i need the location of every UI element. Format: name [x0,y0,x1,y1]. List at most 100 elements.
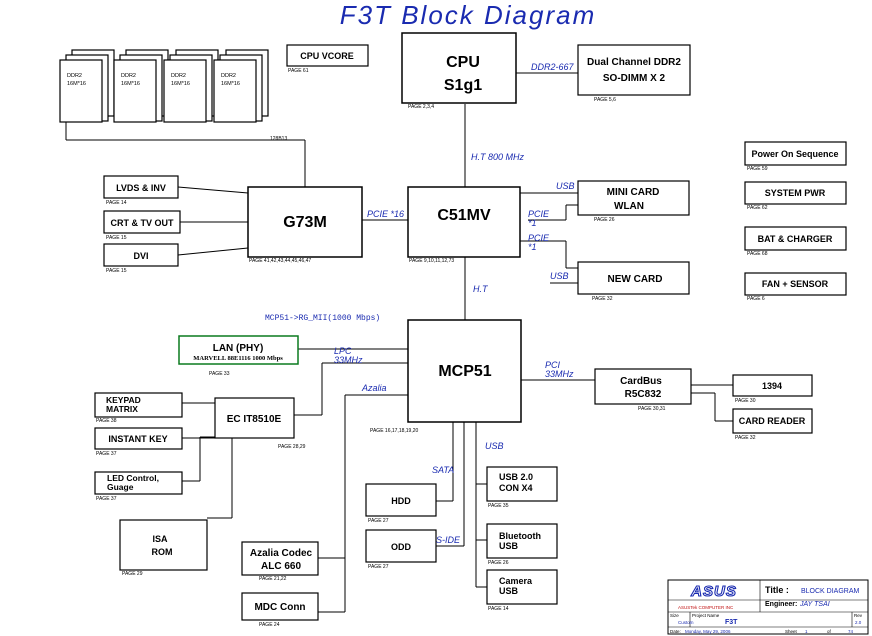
svg-text:PAGE 6: PAGE 6 [747,296,765,302]
svg-text:Monday, May 29, 2006: Monday, May 29, 2006 [685,629,731,634]
svg-text:1394: 1394 [762,381,782,391]
svg-text:PAGE 30: PAGE 30 [735,398,756,404]
svg-text:PAGE 27: PAGE 27 [368,518,389,524]
fan-sensor-block: FAN + SENSOR PAGE 6 [744,272,847,302]
svg-text:Camera: Camera [499,576,533,586]
svg-text:PAGE 33: PAGE 33 [209,371,230,377]
svg-text:*1: *1 [528,242,537,252]
svg-text:INSTANT KEY: INSTANT KEY [108,434,167,444]
svg-text:Date:: Date: [670,629,681,634]
odd-block: ODD PAGE 27 [365,529,437,570]
svg-text:Custom: Custom [678,620,694,625]
svg-text:ODD: ODD [391,542,412,552]
ieee1394-block: 1394 PAGE 30 [732,374,813,404]
svg-text:33MHz: 33MHz [334,355,363,365]
svg-text:USB: USB [556,181,575,191]
keypad-matrix-block: KEYPAD MATRIX PAGE 38 [94,392,183,424]
svg-text:16M*16: 16M*16 [121,81,140,87]
mdc-conn-block: MDC Conn PAGE 24 [241,592,319,628]
svg-text:Size: Size [670,613,679,618]
svg-text:PAGE 2,3,4: PAGE 2,3,4 [408,104,434,110]
svg-text:Dual Channel DDR2: Dual Channel DDR2 [587,57,681,68]
svg-text:PAGE 28,29: PAGE 28,29 [278,444,306,450]
card-reader-block: CARD READER PAGE 32 [732,408,813,441]
svg-text:16M*16: 16M*16 [67,81,86,87]
svg-text:16M*16: 16M*16 [171,81,190,87]
ddr2-sodimm-block: Dual Channel DDR2 SO-DIMM X 2 PAGE 5,6 [577,44,691,103]
svg-text:DVI: DVI [133,251,148,261]
svg-text:ASUS: ASUS [690,583,737,600]
svg-text:PAGE 37: PAGE 37 [96,451,117,457]
svg-text:PCIE: PCIE [528,233,550,243]
title-block: ASUS Title : BLOCK DIAGRAM Engineer: JAY… [667,579,869,635]
svg-text:Power On Sequence: Power On Sequence [751,149,838,159]
svg-text:MCP51: MCP51 [438,363,491,380]
cpu-block: CPU S1g1 PAGE 2,3,4 [401,32,517,110]
svg-text:USB: USB [550,271,569,281]
svg-text:USB 2.0: USB 2.0 [499,472,533,482]
svg-text:PAGE 62: PAGE 62 [747,205,768,211]
svg-text:PAGE 41,42,43,44,45,46,47: PAGE 41,42,43,44,45,46,47 [249,258,311,264]
svg-text:ISA: ISA [152,534,168,544]
svg-text:USB: USB [485,441,504,451]
svg-text:SO-DIMM X 2: SO-DIMM X 2 [603,73,666,84]
svg-text:BAT & CHARGER: BAT & CHARGER [758,234,833,244]
ddr2-chip: DDR2 16M*16 [113,49,169,123]
svg-text:R5C832: R5C832 [625,389,662,400]
svg-text:FAN + SENSOR: FAN + SENSOR [762,279,829,289]
svg-text:DDR2: DDR2 [121,73,136,79]
lan-phy-block: LAN (PHY) MARVELL 88E1116 1000 Mbps PAGE… [178,335,299,377]
svg-text:PAGE 29: PAGE 29 [122,571,143,577]
mini-card-block: MINI CARD WLAN PAGE 26 [577,180,690,223]
svg-text:PAGE 26: PAGE 26 [594,217,615,223]
svg-text:CardBus: CardBus [620,376,662,387]
asus-logo: ASUS [676,582,754,601]
svg-text:PAGE 59: PAGE 59 [747,166,768,172]
svg-text:PAGE 16,17,18,19,20: PAGE 16,17,18,19,20 [370,428,418,434]
svg-text:CRT & TV OUT: CRT & TV OUT [111,218,174,228]
svg-text:DDR2: DDR2 [67,73,82,79]
ec-it8510e-block: EC IT8510E PAGE 28,29 [214,397,306,450]
svg-text:H.T 800 MHz: H.T 800 MHz [471,152,525,162]
bus-labels: DDR2-667 H.T 800 MHz PCIE *16 USB PCIE *… [265,62,575,545]
isa-rom-block: ISA ROM PAGE 29 [119,519,208,577]
svg-text:Azalia: Azalia [361,383,387,393]
g73m-block: G73M PAGE 41,42,43,44,45,46,47 [247,186,363,264]
svg-text:CPU: CPU [446,54,480,71]
svg-text:USB: USB [499,586,519,596]
svg-text:ROM: ROM [152,547,173,557]
svg-text:PAGE 26: PAGE 26 [488,560,509,566]
svg-text:33MHz: 33MHz [545,369,574,379]
svg-text:DDR2: DDR2 [221,73,236,79]
svg-text:Bluetooth: Bluetooth [499,531,541,541]
svg-text:PAGE 61: PAGE 61 [288,68,309,74]
usb-con-block: USB 2.0 CON X4 PAGE 35 [486,466,558,509]
svg-text:S1g1: S1g1 [444,77,482,94]
svg-text:PAGE 15: PAGE 15 [106,268,127,274]
lvds-inv-block: LVDS & INV PAGE 14 [103,175,179,206]
svg-text:CPU VCORE: CPU VCORE [300,51,354,61]
svg-text:Rev: Rev [854,613,863,618]
svg-text:ALC 660: ALC 660 [261,561,301,572]
svg-text:PAGE 30,31: PAGE 30,31 [638,406,666,412]
power-on-sequence-block: Power On Sequence PAGE 59 [744,141,847,172]
svg-text:ASUSTek COMPUTER INC: ASUSTek COMPUTER INC [678,605,734,610]
svg-text:74: 74 [848,629,854,634]
svg-text:JAY TSAI: JAY TSAI [799,601,830,608]
svg-text:Sheet: Sheet [785,629,798,634]
svg-text:1: 1 [805,629,808,634]
svg-text:*1: *1 [528,218,537,228]
led-control-block: LED Control, Guage PAGE 37 [94,471,183,502]
svg-text:MCP51->RG_MII(1000 Mbps): MCP51->RG_MII(1000 Mbps) [265,314,380,323]
svg-text:F3T: F3T [725,619,738,626]
svg-text:LPC: LPC [334,346,352,356]
svg-text:MARVELL 88E1116 1000 Mbps: MARVELL 88E1116 1000 Mbps [193,355,283,362]
svg-text:LED Control,: LED Control, [107,473,159,483]
svg-text:DDR2: DDR2 [171,73,186,79]
svg-text:PAGE 35: PAGE 35 [488,503,509,509]
svg-text:PCIE: PCIE [528,209,550,219]
svg-text:USB: USB [499,541,519,551]
crt-tv-out-block: CRT & TV OUT PAGE 15 [103,210,181,241]
svg-text:128B13: 128B13 [270,136,287,142]
